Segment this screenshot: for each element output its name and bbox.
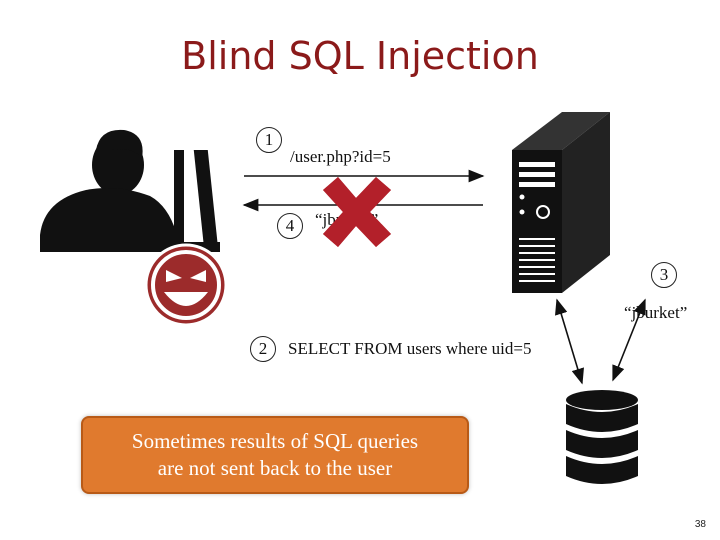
evil-face-icon xyxy=(144,243,228,327)
callout-box: Sometimes results of SQL queries are not… xyxy=(81,416,469,494)
step-2-marker: 2 xyxy=(250,336,276,362)
step-1-marker: 1 xyxy=(256,127,282,153)
slide-title: Blind SQL Injection xyxy=(181,34,539,78)
step-3-label: “jburket” xyxy=(624,303,688,322)
step-3-marker: 3 xyxy=(651,262,677,288)
step-4-label: “jburket” xyxy=(315,210,379,229)
db-to-server-arrow xyxy=(612,298,646,382)
server-to-db-arrow xyxy=(555,298,584,385)
database-icon xyxy=(566,390,638,484)
step-4-marker: 4 xyxy=(277,213,303,239)
page-number: 38 xyxy=(694,519,706,530)
hacker-icon xyxy=(40,129,220,252)
server-icon xyxy=(512,112,610,293)
callout-line-1: Sometimes results of SQL queries xyxy=(131,429,419,453)
step-2-label: SELECT FROM users where uid=5 xyxy=(288,339,532,358)
step-1-label: /user.php?id=5 xyxy=(290,147,391,166)
callout-line-2: are not sent back to the user xyxy=(157,456,393,480)
